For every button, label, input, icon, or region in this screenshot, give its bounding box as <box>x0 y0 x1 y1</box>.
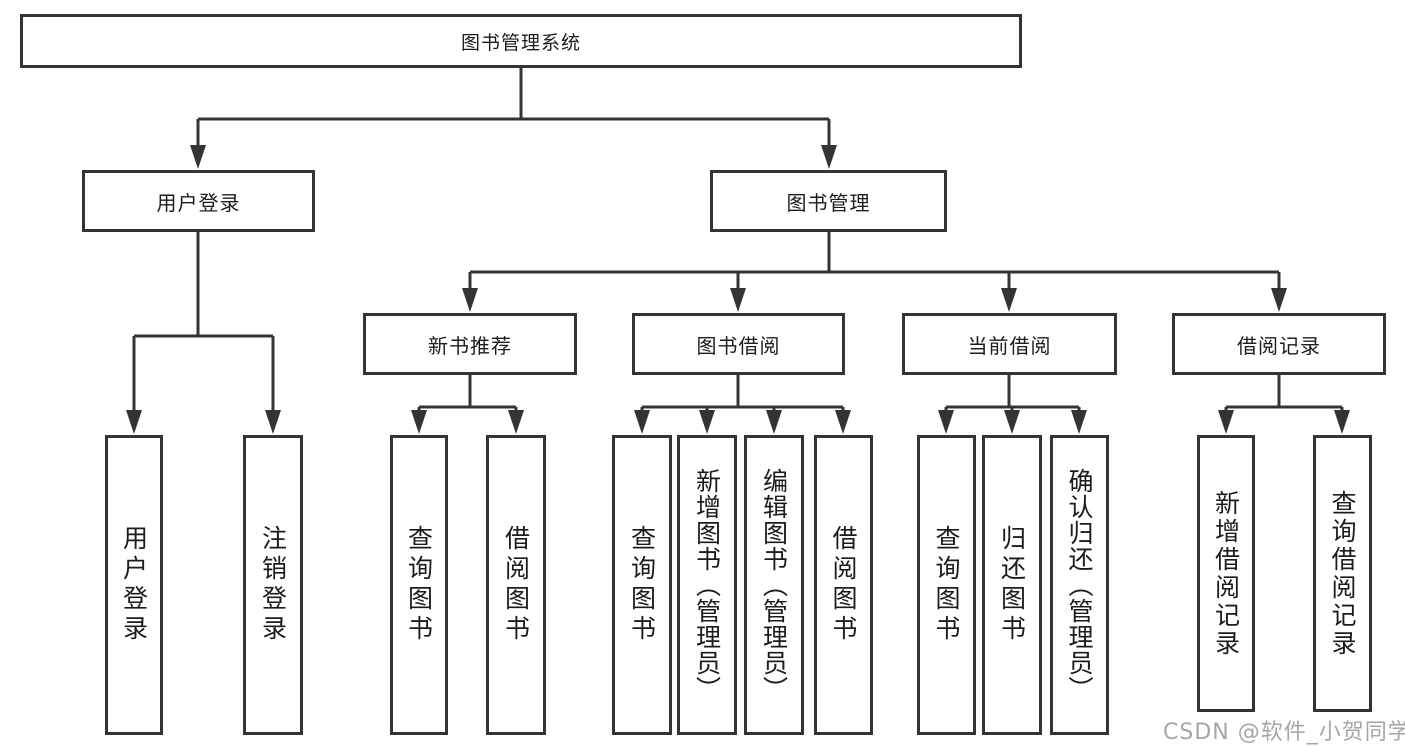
leaf-borrow-add-books-admin-label: 新增图书（管理员） <box>692 468 722 702</box>
arrowhead <box>821 145 837 169</box>
leaf-logout: 注销登录 <box>243 435 303 735</box>
leaf-newbook-query-books-label: 查询图书 <box>404 525 434 645</box>
arrowhead <box>1218 410 1234 434</box>
leaf-borrow-query-books-label: 查询图书 <box>627 525 657 645</box>
arrowhead <box>1004 410 1020 434</box>
arrowhead <box>766 410 782 434</box>
node-current-borrow: 当前借阅 <box>902 313 1117 375</box>
leaf-borrow-borrow-books-label: 借阅图书 <box>829 525 858 645</box>
node-book-management-label: 图书管理 <box>786 190 871 215</box>
leaf-current-query-books-label: 查询图书 <box>932 525 961 645</box>
edge-book-borrow-children <box>640 375 845 414</box>
arrowhead <box>1334 410 1350 434</box>
arrowhead <box>699 410 715 434</box>
leaf-newbook-borrow-books: 借阅图书 <box>486 435 546 735</box>
leaf-records-query-record: 查询借阅记录 <box>1313 435 1372 712</box>
leaf-current-return-books: 归还图书 <box>982 435 1042 735</box>
arrowhead <box>730 288 746 312</box>
node-user-login-label: 用户登录 <box>156 190 241 215</box>
arrowhead <box>411 410 427 434</box>
arrowhead <box>835 410 851 434</box>
leaf-current-confirm-return-admin: 确认归还（管理员） <box>1050 435 1109 735</box>
leaf-newbook-query-books: 查询图书 <box>390 435 448 735</box>
arrowhead <box>190 145 206 169</box>
leaf-current-query-books: 查询图书 <box>917 435 976 735</box>
arrowhead <box>462 288 478 312</box>
node-user-login: 用户登录 <box>82 170 315 232</box>
leaf-borrow-edit-books-admin-label: 编辑图书（管理员） <box>759 468 789 702</box>
leaf-records-query-record-label: 查询借阅记录 <box>1328 489 1357 658</box>
node-borrow-records-label: 借阅记录 <box>1237 333 1321 358</box>
arrowhead <box>634 410 650 434</box>
arrowhead <box>1001 288 1017 312</box>
node-root-label: 图书管理系统 <box>460 31 581 54</box>
leaf-newbook-borrow-books-label: 借阅图书 <box>501 525 531 645</box>
node-new-book-recommend-label: 新书推荐 <box>428 333 512 358</box>
arrowhead <box>508 410 524 434</box>
node-book-borrow: 图书借阅 <box>632 313 845 375</box>
arrowhead <box>938 410 954 434</box>
leaf-borrow-borrow-books: 借阅图书 <box>814 435 873 735</box>
leaf-user-login: 用户登录 <box>105 435 163 735</box>
leaf-current-return-books-label: 归还图书 <box>997 525 1027 645</box>
leaf-borrow-query-books: 查询图书 <box>612 435 672 735</box>
edge-current-borrow-children <box>944 375 1081 414</box>
arrowhead <box>265 410 281 434</box>
node-new-book-recommend: 新书推荐 <box>363 313 577 375</box>
csdn-watermark: CSDN @软件_小贺同学 <box>1163 720 1405 745</box>
leaf-borrow-add-books-admin: 新增图书（管理员） <box>677 435 737 735</box>
edge-borrow-records-children <box>1224 375 1344 414</box>
edge-book-management-children <box>468 232 1281 292</box>
leaf-records-add-record: 新增借阅记录 <box>1197 435 1255 712</box>
leaf-user-login-label: 用户登录 <box>119 525 149 645</box>
edge-root-children <box>196 68 831 150</box>
arrowhead <box>1071 410 1087 434</box>
edge-new-book-children <box>417 375 518 414</box>
leaf-current-confirm-return-admin-label: 确认归还（管理员） <box>1065 468 1094 702</box>
node-book-management: 图书管理 <box>710 170 947 232</box>
node-current-borrow-label: 当前借阅 <box>967 333 1052 358</box>
arrowhead <box>1271 288 1287 312</box>
arrowhead <box>126 410 142 434</box>
node-root: 图书管理系统 <box>20 14 1022 68</box>
node-book-borrow-label: 图书借阅 <box>696 333 781 358</box>
node-borrow-records: 借阅记录 <box>1172 313 1386 375</box>
leaf-logout-label: 注销登录 <box>258 525 288 645</box>
edge-user-login-children <box>132 232 275 412</box>
leaf-borrow-edit-books-admin: 编辑图书（管理员） <box>744 435 804 735</box>
leaf-records-add-record-label: 新增借阅记录 <box>1211 489 1241 658</box>
